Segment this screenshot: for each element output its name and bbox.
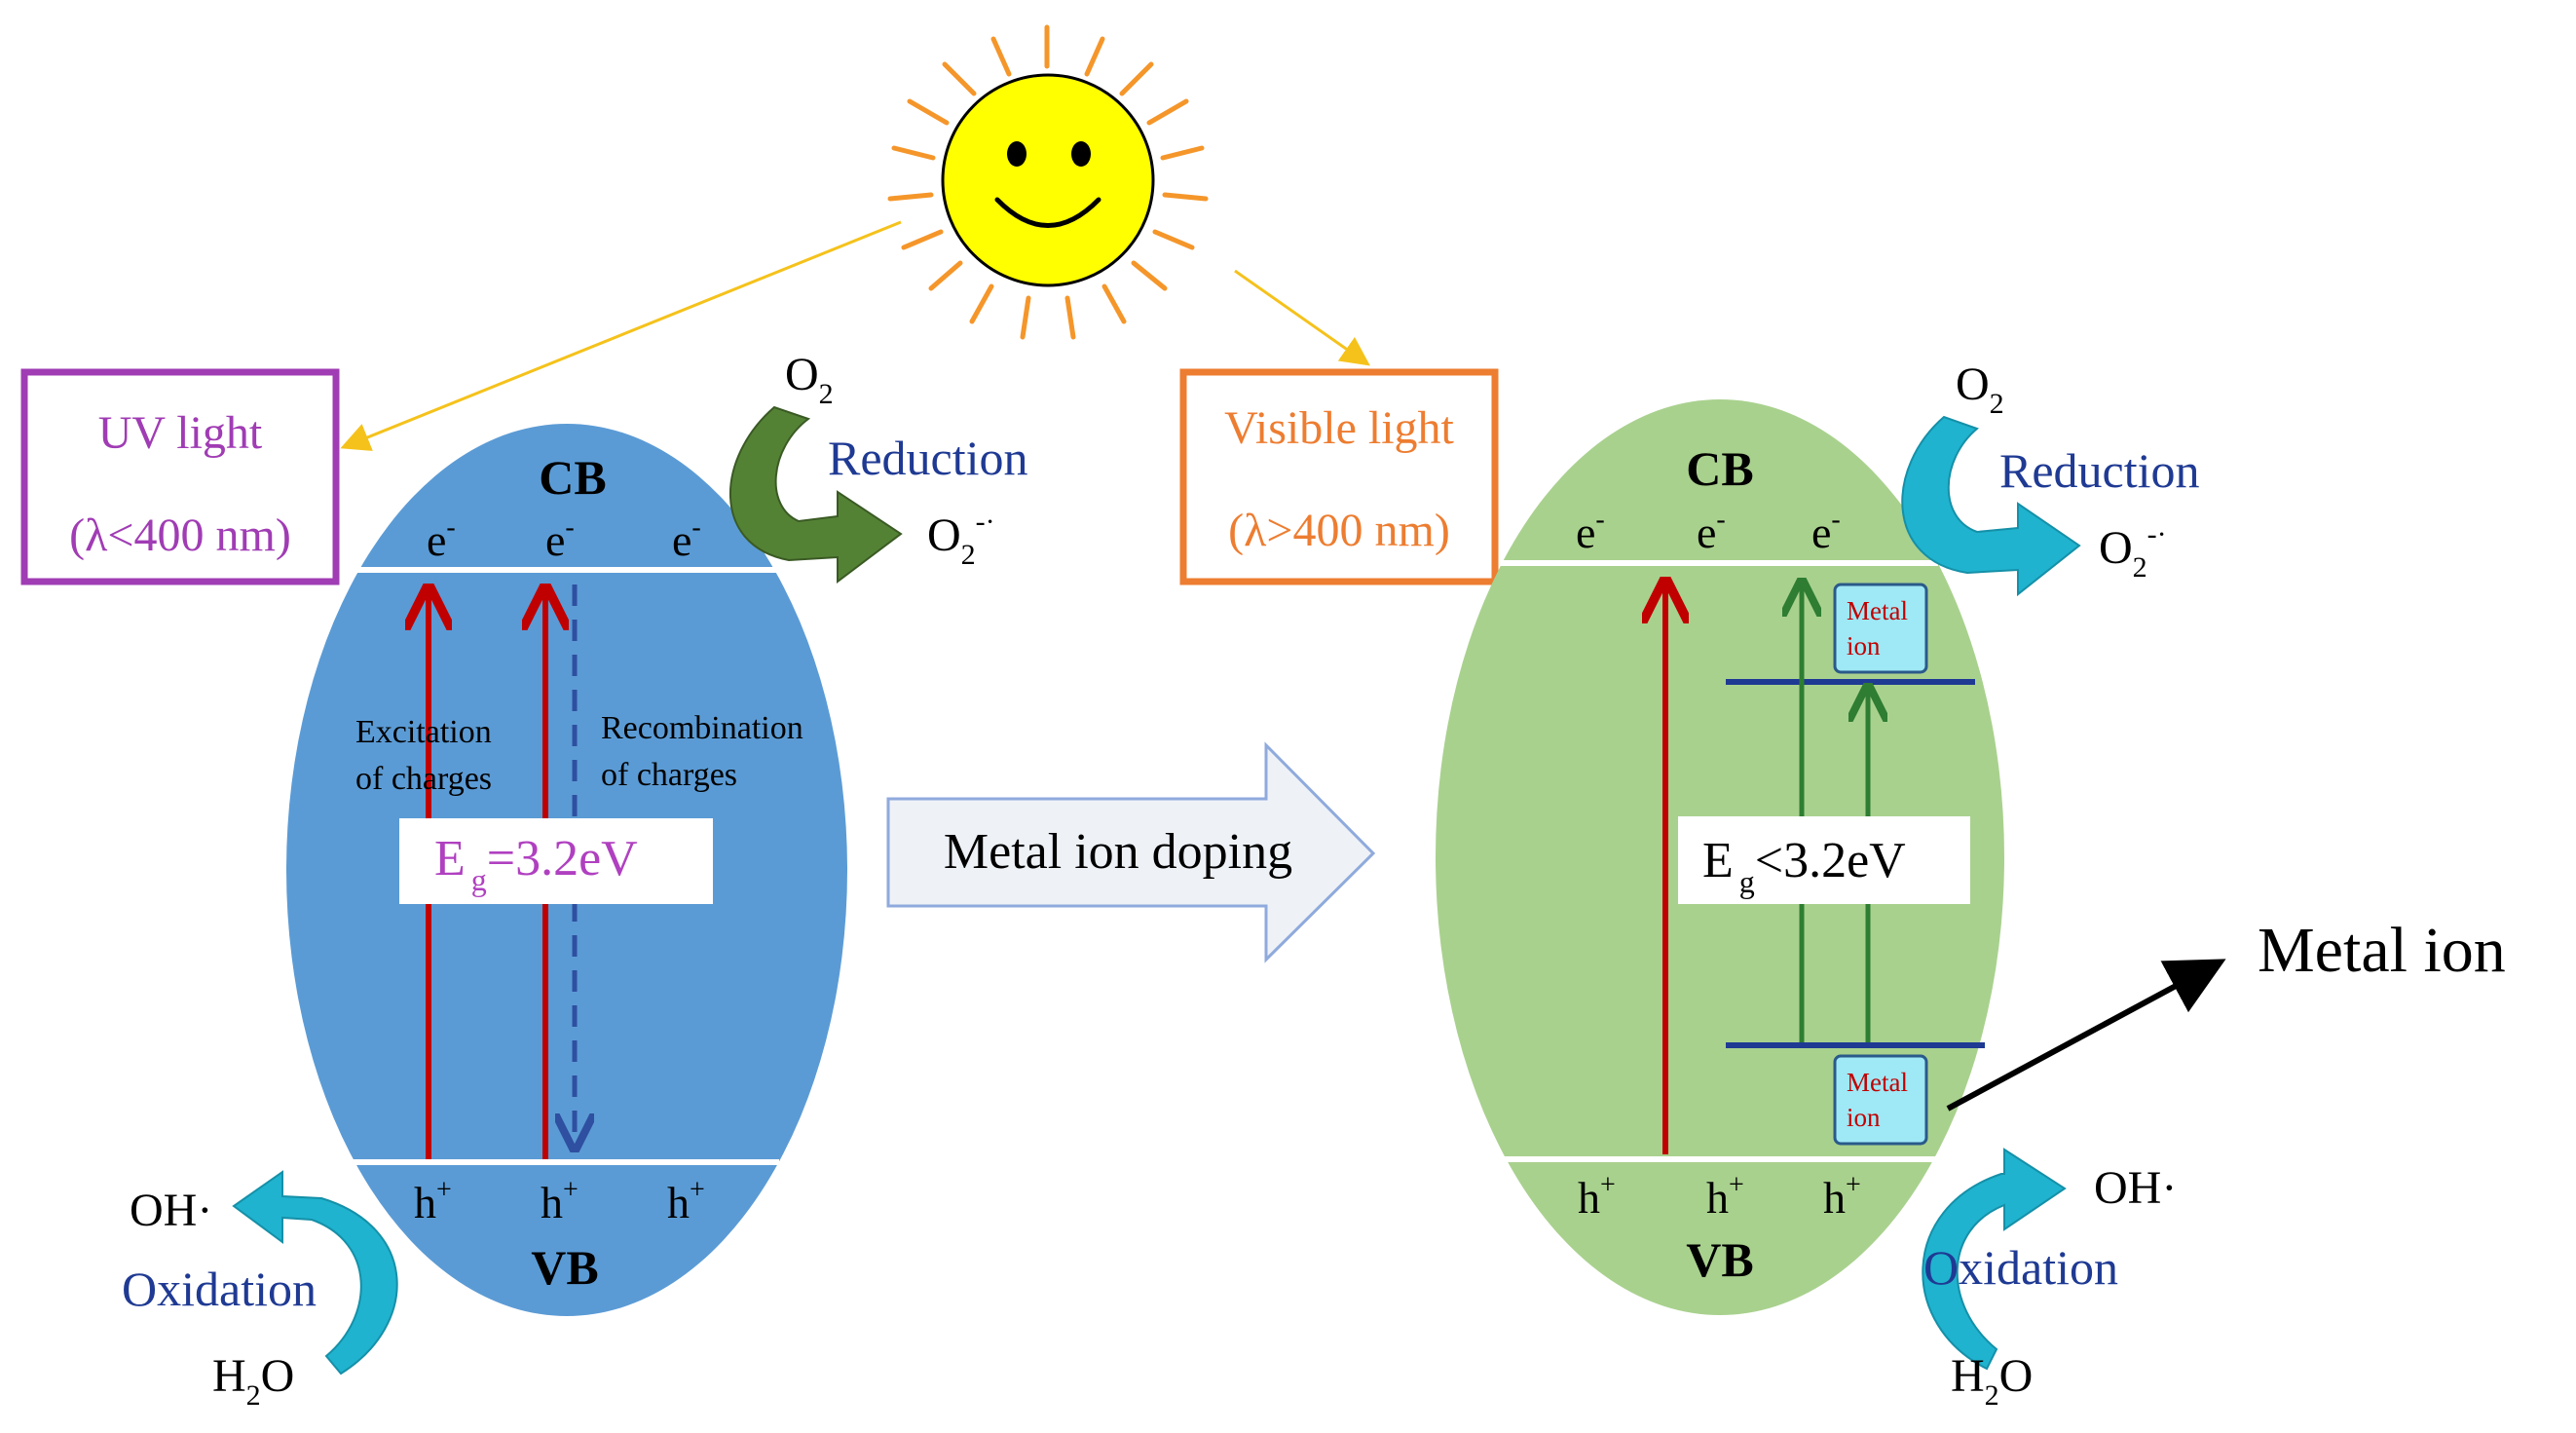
metal-ion-callout-arrow [1946,959,2226,1112]
uv-light-ray [340,220,902,451]
visible-light-ray [1234,269,1370,366]
left-bandgap-box [399,818,713,904]
visible-light-box [1179,368,1499,585]
right-oxidation-swoosh [1922,1148,2067,1371]
svg-text:ion: ion [1847,631,1881,660]
uv-wavelength-label: (λ<400 nm) [69,509,291,561]
metal-ion-callout-label: Metal ion [2258,915,2506,986]
left-vb-label: VB [531,1240,598,1295]
sun-smile [994,197,1101,228]
left-hole-2: h+ [541,1175,579,1227]
left-electron-3: e- [672,512,701,565]
left-hole-1: h+ [414,1175,452,1227]
svg-text:Metal: Metal [1847,1068,1908,1097]
left-oxidation-swoosh [232,1170,398,1376]
sun-rays [887,24,1209,340]
right-electron-3: e- [1811,505,1841,557]
right-oh-radical-label: OH· [2094,1162,2177,1214]
right-h2o-label: H2O [1951,1350,2033,1412]
right-o2-label: O2 [1956,358,2004,420]
left-oh-radical-label: OH· [130,1185,212,1236]
visible-wavelength-label: (λ>400 nm) [1228,505,1450,556]
svg-text:ion: ion [1847,1103,1881,1132]
right-hole-3: h+ [1823,1170,1861,1223]
right-o2-radical-label: O2-· [2099,518,2167,584]
svg-text:Metal: Metal [1847,596,1908,625]
right-vb-label: VB [1686,1232,1753,1287]
left-o2-label: O2 [785,349,834,410]
right-reduction-label: Reduction [1999,443,2200,498]
excitation-label-line2: of charges [355,761,492,797]
excitation-label-line1: Excitation [355,714,492,750]
right-reduction-swoosh [1901,415,2081,597]
right-electron-1: e- [1576,505,1605,557]
left-oxidation-label: Oxidation [122,1262,317,1316]
right-hole-2: h+ [1706,1170,1744,1223]
recombination-label-line2: of charges [601,757,737,793]
left-hole-3: h+ [667,1175,705,1227]
right-cb-label: CB [1686,441,1753,496]
metal-ion-box-upper: Metal ion [1833,583,1928,674]
sun-icon [887,24,1209,340]
left-o2-radical-label: O2-· [927,506,995,571]
right-oxidation-label: Oxidation [1923,1240,2118,1295]
doping-arrow-label: Metal ion doping [944,824,1292,880]
sun-right-eye [1071,141,1091,167]
right-hole-1: h+ [1578,1170,1616,1223]
left-reduction-swoosh [729,405,903,585]
right-bandgap-box [1678,816,1970,904]
left-panel: UV light (λ<400 nm) CB VB e- e- e- h+ h+… [20,349,1028,1412]
left-electron-2: e- [545,512,575,565]
left-cb-label: CB [539,450,606,505]
uv-light-box [20,368,340,585]
visible-light-label: Visible light [1224,402,1454,454]
left-reduction-label: Reduction [828,431,1028,485]
left-h2o-label: H2O [212,1350,294,1412]
sun-left-eye [1007,141,1027,167]
right-electron-2: e- [1697,505,1726,557]
left-electron-1: e- [427,512,456,565]
doping-arrow: Metal ion doping [886,741,1376,963]
metal-ion-box-lower: Metal ion [1833,1054,1928,1146]
uv-light-label: UV light [98,407,263,459]
sun-face [941,73,1155,287]
recombination-label-line1: Recombination [601,710,803,746]
right-panel: Visible light (λ>400 nm) CB VB e- e- e- … [1179,358,2506,1412]
